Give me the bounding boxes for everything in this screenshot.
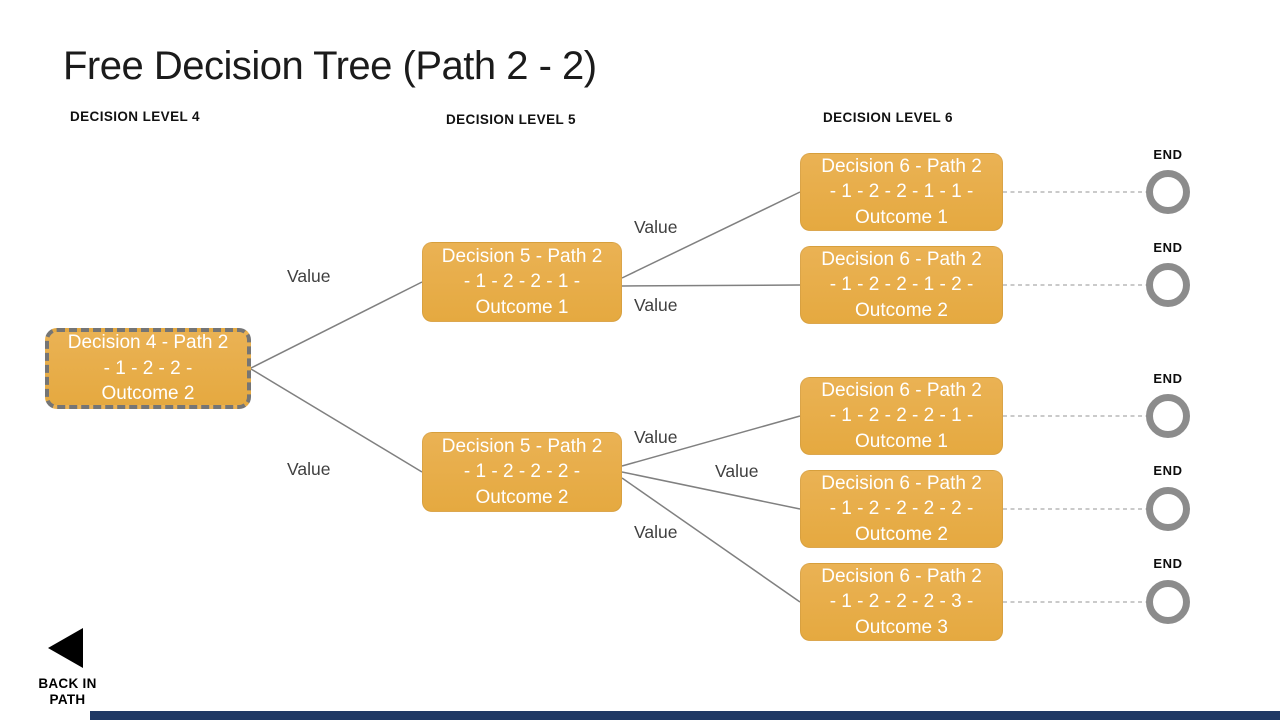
node-label-line: - 1 - 2 - 2 - 2 - 2 - [829, 498, 974, 520]
column-header-level-6: DECISION LEVEL 6 [823, 110, 953, 125]
column-header-level-4: DECISION LEVEL 4 [70, 109, 200, 124]
decision-node-level6-2-3-outcome3[interactable]: Decision 6 - Path 2 - 1 - 2 - 2 - 2 - 3 … [800, 563, 1003, 641]
edge-value-label: Value [634, 217, 678, 237]
column-header-level-5: DECISION LEVEL 5 [446, 112, 576, 127]
end-circle [1146, 487, 1190, 531]
node-label-line: Outcome 2 [855, 299, 948, 321]
decision-node-level5-outcome2[interactable]: Decision 5 - Path 2 - 1 - 2 - 2 - 2 - Ou… [422, 432, 622, 512]
node-label-line: Decision 6 - Path 2 [821, 248, 982, 270]
connector-line [250, 281, 423, 369]
node-label-line: - 1 - 2 - 2 - 2 - [463, 461, 581, 483]
end-circle [1146, 170, 1190, 214]
end-circle [1146, 394, 1190, 438]
node-label-line: - 1 - 2 - 2 - 2 - 3 - [829, 591, 974, 613]
decision-node-level6-1-1-outcome1[interactable]: Decision 6 - Path 2 - 1 - 2 - 2 - 1 - 1 … [800, 153, 1003, 231]
edge-value-label: Value [634, 427, 678, 447]
footer-accent-bar [90, 711, 1280, 720]
node-label-line: Decision 6 - Path 2 [821, 379, 982, 401]
edge-value-label: Value [634, 522, 678, 542]
node-label-line: - 1 - 2 - 2 - 2 - 1 - [829, 405, 974, 427]
edge-value-label: Value [287, 459, 331, 479]
end-circle [1146, 580, 1190, 624]
node-label-line: - 1 - 2 - 2 - 1 - 1 - [829, 181, 974, 203]
back-arrow-icon [48, 628, 83, 668]
decision-node-level5-outcome1[interactable]: Decision 5 - Path 2 - 1 - 2 - 2 - 1 - Ou… [422, 242, 622, 322]
node-label-line: Outcome 1 [855, 206, 948, 228]
edge-value-label: Value [634, 295, 678, 315]
node-label-line: Outcome 3 [855, 616, 948, 638]
page-title: Free Decision Tree (Path 2 - 2) [63, 44, 597, 88]
edge-value-label: Value [715, 461, 759, 481]
node-label-line: Decision 4 - Path 2 [67, 332, 229, 354]
back-in-path-button[interactable]: BACK IN PATH [20, 624, 115, 716]
back-label-line: BACK IN [38, 676, 97, 691]
decision-node-level6-1-2-outcome2[interactable]: Decision 6 - Path 2 - 1 - 2 - 2 - 1 - 2 … [800, 246, 1003, 324]
node-label-line: - 1 - 2 - 2 - 1 - [463, 271, 581, 293]
decision-node-level6-2-1-outcome1[interactable]: Decision 6 - Path 2 - 1 - 2 - 2 - 2 - 1 … [800, 377, 1003, 455]
decision-node-level4-outcome2[interactable]: Decision 4 - Path 2 - 1 - 2 - 2 - Outcom… [45, 328, 251, 409]
node-label-line: Outcome 2 [475, 486, 569, 508]
end-label: END [1153, 371, 1183, 386]
end-label: END [1153, 147, 1183, 162]
edge-value-label: Value [287, 266, 331, 286]
node-label-line: Outcome 1 [475, 296, 569, 318]
connector-line [250, 368, 423, 473]
node-label-line: - 1 - 2 - 2 - [103, 357, 193, 379]
end-circle [1146, 263, 1190, 307]
node-label-line: Decision 6 - Path 2 [821, 472, 982, 494]
end-label: END [1153, 463, 1183, 478]
node-label-line: - 1 - 2 - 2 - 1 - 2 - [829, 274, 974, 296]
node-label-line: Decision 5 - Path 2 [441, 245, 603, 267]
dashed-end-lines [1003, 191, 1147, 603]
node-label-line: Outcome 1 [855, 430, 948, 452]
node-label-line: Outcome 2 [855, 523, 948, 545]
node-label-line: Decision 6 - Path 2 [821, 565, 982, 587]
end-label: END [1153, 240, 1183, 255]
end-label: END [1153, 556, 1183, 571]
back-button-label: BACK IN PATH [20, 676, 115, 708]
connector-line [621, 471, 801, 510]
node-label-line: Outcome 2 [101, 383, 195, 405]
node-label-line: Decision 6 - Path 2 [821, 155, 982, 177]
decision-node-level6-2-2-outcome2[interactable]: Decision 6 - Path 2 - 1 - 2 - 2 - 2 - 2 … [800, 470, 1003, 548]
connector-line [621, 284, 801, 287]
back-label-line: PATH [49, 692, 86, 707]
node-label-line: Decision 5 - Path 2 [441, 435, 603, 457]
